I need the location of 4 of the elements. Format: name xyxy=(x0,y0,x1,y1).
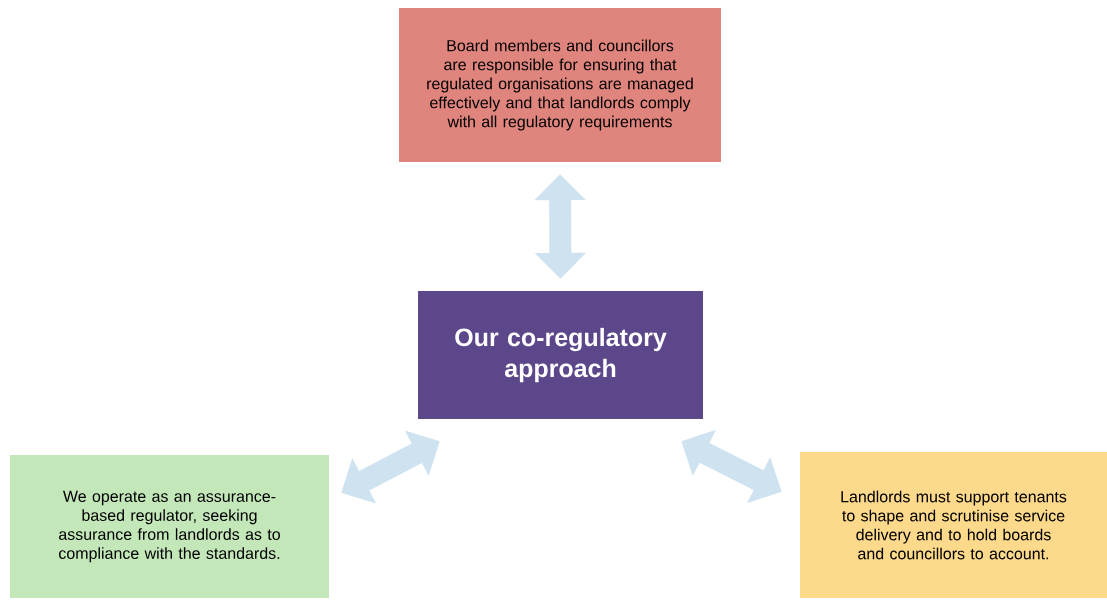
text-box: Board members and councillors are responsible for ensuring that regulated organisations are managed effectively and that landlords comply with all regulatory requirements xyxy=(399,8,721,162)
text-box: We operate as an assurance-based regulator, seeking assurance from landlords as to compliance with the standards. xyxy=(10,455,329,598)
title-box: Our co-regulatory approach xyxy=(418,291,703,419)
text-box: Landlords must support tenants to shape and scrutinise service delivery and to hold boards and councillors to account. xyxy=(800,452,1107,598)
